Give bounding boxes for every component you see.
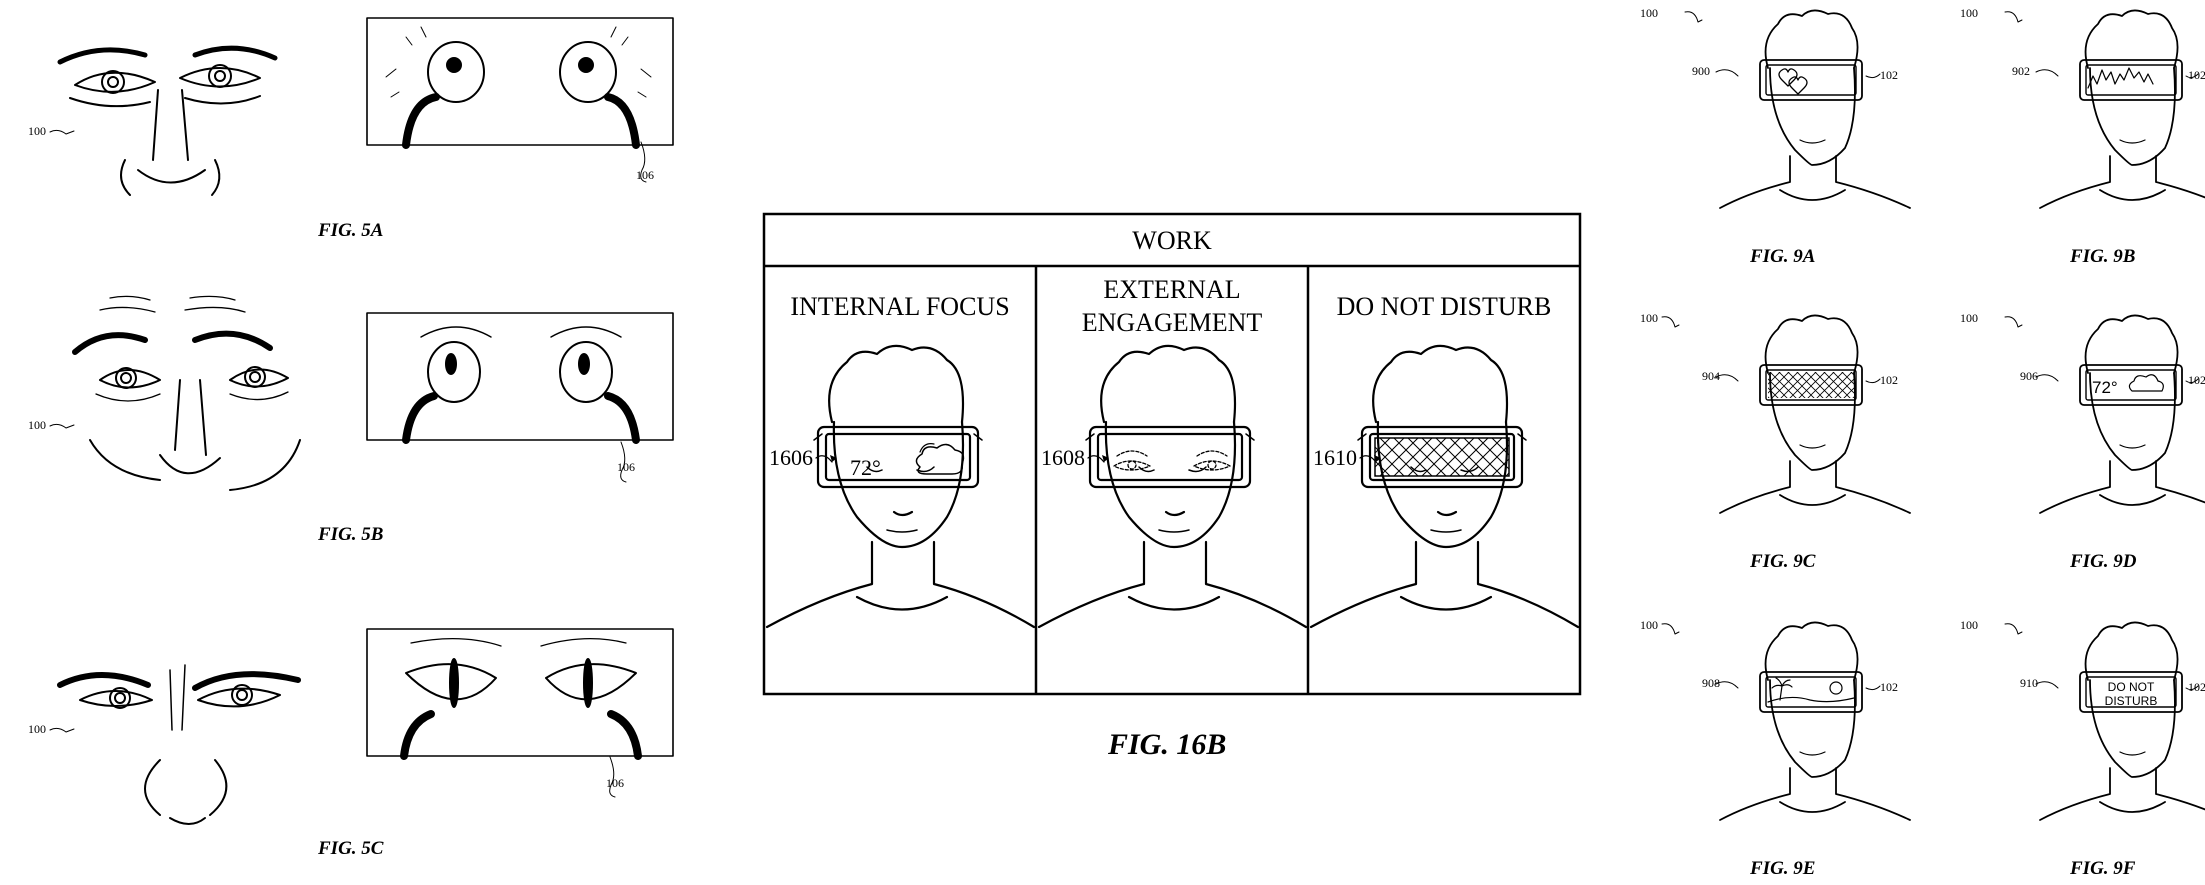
fig9a-ref-person: 100 — [1640, 6, 1658, 20]
fig9a-caption: FIG. 9A — [1750, 246, 1816, 267]
fig9f-dnd-line2: DISTURB — [2105, 694, 2158, 708]
fig16b-panel-do-not-disturb: DO NOT DISTURB — [1337, 292, 1552, 321]
fig9f-dnd-line1: DO NOT — [2108, 680, 2155, 694]
fig9a-heart-icon — [1778, 68, 1808, 95]
fig5c-face-drawing — [57, 664, 301, 825]
fig16b-cloud-icon — [915, 443, 965, 475]
fig5b-display-drawing — [366, 312, 674, 444]
fig5c-display-leader — [609, 756, 616, 798]
fig16b-display-crosshatch — [1374, 437, 1510, 477]
fig9a-figure — [1684, 9, 1911, 209]
fig16b-panel-external-engagement: EXTERNAL ENGAGEMENT — [1082, 275, 1263, 337]
fig5a-caption: FIG. 5A — [318, 220, 384, 241]
fig16b-head-2 — [1037, 344, 1308, 629]
fig5a-ref-person: 100 — [28, 124, 46, 138]
fig5a-face-drawing — [57, 45, 278, 196]
fig9d-ref-device: 102 — [2188, 373, 2205, 387]
fig9b-caption: FIG. 9B — [2070, 246, 2136, 267]
fig16b-head-1 — [765, 344, 1036, 629]
fig9b: 100 902 102 FIG. 9B — [1960, 0, 2205, 280]
fig9e-beach-icon — [1767, 677, 1855, 703]
fig16b-panel2-title-1: EXTERNAL — [1103, 275, 1240, 304]
fig9c-caption: FIG. 9C — [1750, 551, 1816, 572]
fig9f-caption: FIG. 9F — [2070, 858, 2136, 879]
fig9c-ref-person: 100 — [1640, 311, 1658, 325]
fig5b-ref-person: 100 — [28, 418, 46, 432]
fig9e-ref-device: 102 — [1880, 680, 1898, 694]
fig5c-ref-arrow — [49, 727, 75, 733]
fig9e-ref-display: 908 — [1702, 676, 1720, 690]
fig9f-ref-display: 910 — [2020, 676, 2038, 690]
fig16b-caption: FIG. 16B — [1108, 728, 1227, 761]
fig9b-ref-device: 102 — [2188, 68, 2205, 82]
fig16b-panel-internal-focus: INTERNAL FOCUS — [790, 292, 1009, 321]
fig16b-panel2-title-2: ENGAGEMENT — [1082, 308, 1263, 337]
fig16b-panel3-title: DO NOT DISTURB — [1337, 292, 1552, 321]
fig16b: WORK INTERNAL FOCUS EXTERNAL ENGAGEMENT … — [762, 212, 1582, 772]
fig9e-figure — [1661, 621, 1911, 821]
fig9b-waveform-icon — [2087, 67, 2154, 89]
fig9b-ref-display: 902 — [2012, 64, 2030, 78]
fig16b-header: WORK — [1132, 226, 1212, 255]
fig9a: 100 900 102 FIG. 9A — [1640, 0, 1940, 280]
fig5a: 100 106 FIG. 5A — [0, 0, 700, 241]
fig9d-caption: FIG. 9D — [2070, 551, 2137, 572]
fig5b-ref-arrow — [49, 423, 75, 429]
fig5b-display-leader — [620, 441, 627, 483]
fig16b-panel1-temp: 72° — [850, 455, 881, 480]
fig9c: 100 904 102 FIG. 9C — [1640, 305, 1940, 585]
fig9f-figure: DO NOT DISTURB — [2004, 621, 2205, 821]
fig16b-diagram: WORK INTERNAL FOCUS EXTERNAL ENGAGEMENT … — [762, 212, 1582, 696]
fig5b: 100 106 FIG. 5B — [0, 290, 700, 550]
fig9c-figure — [1661, 314, 1911, 514]
fig5b-ref-display: 106 — [617, 460, 635, 474]
fig5c-ref-display: 106 — [606, 776, 624, 790]
fig5c-ref-person: 100 — [28, 722, 46, 736]
fig5b-caption: FIG. 5B — [318, 524, 384, 545]
fig9f-ref-person: 100 — [1960, 618, 1978, 632]
fig9d-figure: 72° — [2004, 314, 2205, 514]
fig16b-display-eyes — [1113, 450, 1231, 471]
fig9c-ref-device: 102 — [1880, 373, 1898, 387]
fig16b-ref-2: 1608 — [1041, 445, 1085, 470]
fig5c: 100 106 FIG. 5C — [0, 620, 700, 880]
fig9e-caption: FIG. 9E — [1750, 858, 1816, 879]
fig9d-ref-display: 906 — [2020, 369, 2038, 383]
fig5a-ref-display: 106 — [636, 168, 654, 182]
fig9a-ref-device: 102 — [1880, 68, 1898, 82]
fig16b-ref-3: 1610 — [1313, 445, 1357, 470]
fig16b-ref-1: 1606 — [769, 445, 813, 470]
fig5a-display-leader — [640, 141, 647, 183]
fig16b-panel1-title: INTERNAL FOCUS — [790, 292, 1009, 321]
fig5a-ref-arrow — [49, 129, 75, 135]
fig9d-temp: 72° — [2092, 378, 2118, 397]
fig9f-ref-device: 102 — [2188, 680, 2205, 694]
fig9a-ref-display: 900 — [1692, 64, 1710, 78]
fig9d-cloud-icon — [2128, 374, 2164, 392]
fig5c-caption: FIG. 5C — [318, 838, 384, 859]
fig5b-face-drawing — [72, 295, 301, 491]
fig9e: 100 908 102 FIG. 9E — [1640, 612, 1940, 885]
fig9c-ref-display: 904 — [1702, 369, 1720, 383]
fig9b-ref-person: 100 — [1960, 6, 1978, 20]
fig9c-crosshatch — [1768, 372, 1854, 398]
fig9e-ref-person: 100 — [1640, 618, 1658, 632]
fig5c-display-drawing — [366, 628, 674, 760]
fig16b-head-3 — [1309, 344, 1580, 629]
fig5a-display-drawing — [366, 17, 674, 149]
fig9b-figure — [2004, 9, 2205, 209]
fig9f: DO NOT DISTURB 100 910 102 FIG. 9F — [1960, 612, 2205, 885]
fig9d-ref-person: 100 — [1960, 311, 1978, 325]
fig9d: 72° 100 906 102 FIG. 9D — [1960, 305, 2205, 585]
